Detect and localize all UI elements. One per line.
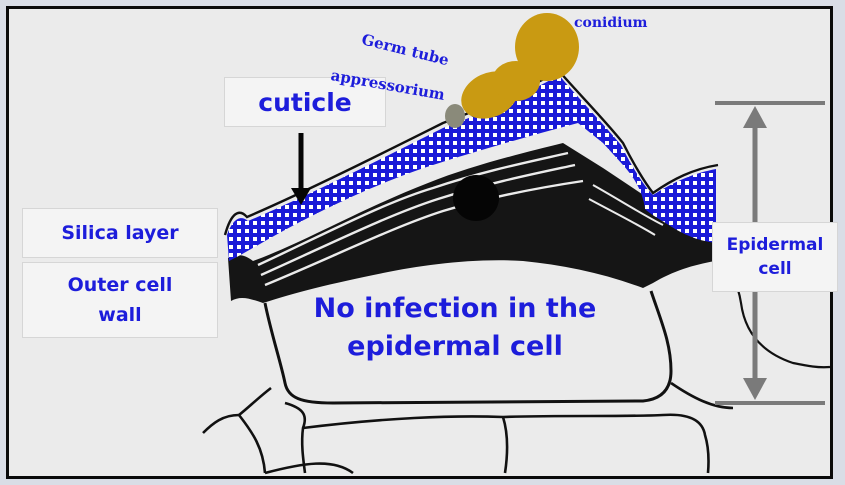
- no-infection-caption-line2: epidermal cell: [270, 328, 640, 366]
- conidium-label: conidium: [574, 15, 647, 31]
- no-infection-caption: No infection in the epidermal cell: [270, 290, 640, 366]
- no-infection-caption-line1: No infection in the: [270, 290, 640, 328]
- outer-cell-wall-label-line2: wall: [68, 300, 173, 330]
- lower-cells: [203, 383, 733, 473]
- epidermal-cell-label-line2: cell: [727, 257, 824, 281]
- outer-cell-wall-label: Outer cell wall: [22, 262, 218, 338]
- epidermal-cell-label: Epidermal cell: [712, 222, 838, 292]
- outer-cell-wall-label-line1: Outer cell: [68, 270, 173, 300]
- epidermal-cell-label-line1: Epidermal: [727, 233, 824, 257]
- silica-layer-label: Silica layer: [22, 208, 218, 258]
- black-dot-icon: [453, 175, 499, 221]
